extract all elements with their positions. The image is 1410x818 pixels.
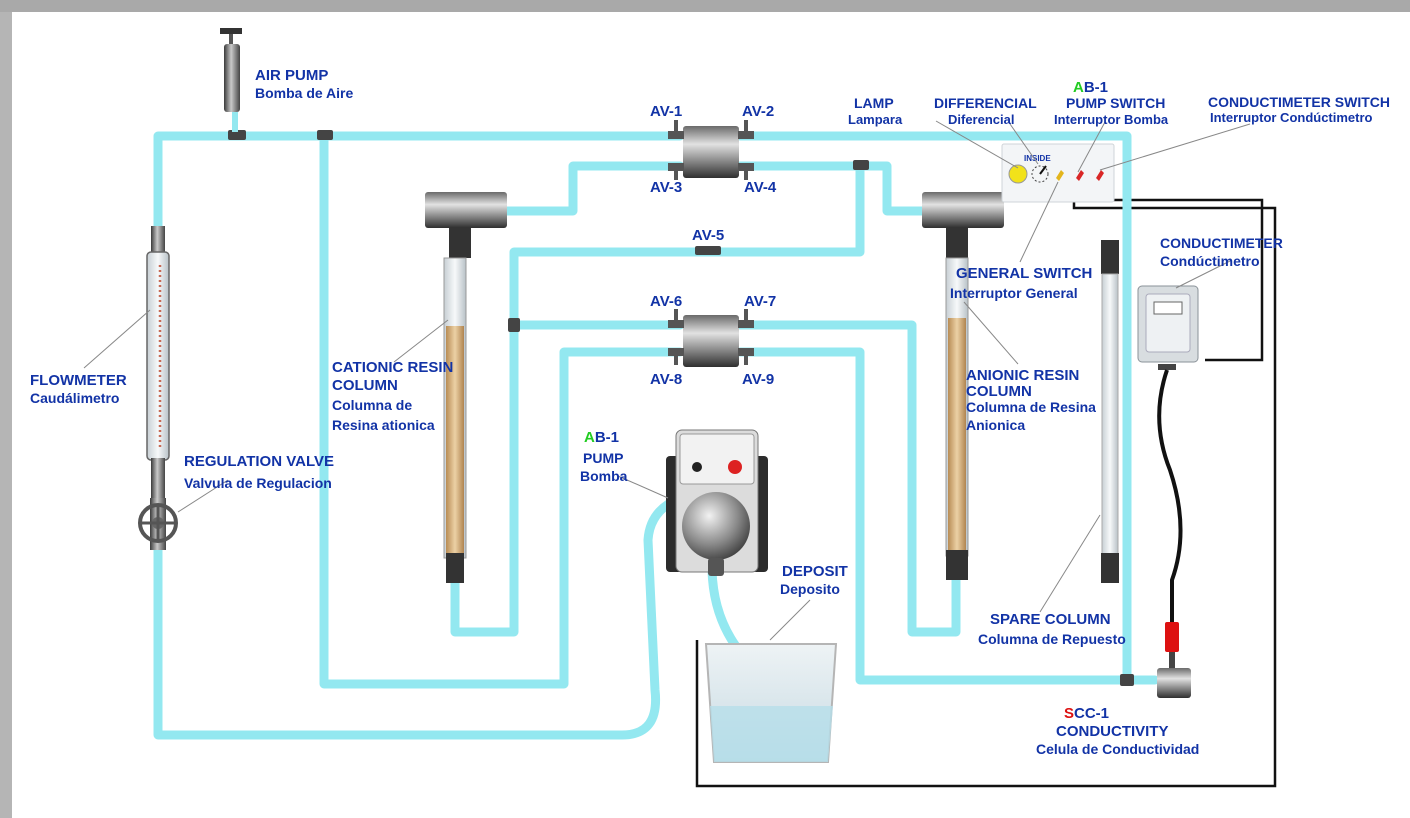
pipe-av7 [735, 320, 961, 637]
tee-fittings [228, 130, 1134, 686]
cationic-label-2: COLUMN [332, 377, 398, 394]
conductivity-label: CONDUCTIVITY [1056, 723, 1169, 740]
cationic-label-3: Columna de [332, 397, 412, 413]
pipe-av4-anionic [735, 161, 927, 216]
panel-inside-text: INSIDE [1024, 154, 1051, 163]
cationic-resin-column [425, 192, 507, 583]
valve-av5-label: AV-5 [692, 227, 724, 244]
pipe-flowmeter-bottom [153, 493, 685, 740]
pump-switch-label: PUMP SWITCH [1066, 95, 1165, 111]
deposit-label-es: Deposito [780, 581, 840, 597]
anionic-label-1: ANIONIC RESIN [966, 367, 1079, 384]
valve-block-lower[interactable] [668, 309, 754, 367]
pump-code-rest: B-1 [595, 429, 619, 446]
flowmeter-label-es: Caudálimetro [30, 390, 119, 406]
regulation-valve-label-es: Valvula de Regulacion [184, 475, 332, 491]
flowmeter-label: FLOWMETER [30, 372, 127, 389]
differencial-dial [1031, 165, 1049, 183]
lamp-indicator [1008, 164, 1028, 184]
valve-av7-label: AV-7 [744, 293, 776, 310]
conductimeter-switch-toggle [1096, 170, 1104, 181]
valve-av1-label: AV-1 [650, 103, 682, 120]
conductivity-code-rest: CC-1 [1074, 705, 1109, 722]
conductimeter-device [1137, 285, 1199, 370]
valve-av3-label: AV-3 [650, 179, 682, 196]
cationic-label-4: Resina ationica [332, 417, 435, 433]
air-pump-label-es: Bomba de Aire [255, 85, 353, 101]
pipe-cationic-bottom [450, 161, 865, 637]
anionic-resin-column [922, 192, 1004, 580]
pipe-av9 [735, 347, 1160, 685]
pipe-main-top [153, 131, 685, 235]
pipe-bypass-loop [319, 131, 685, 689]
peristaltic-pump[interactable] [666, 429, 768, 576]
general-switch-label: GENERAL SWITCH [956, 265, 1092, 282]
conductimeter-switch-label: CONDUCTIMETER SWITCH [1208, 94, 1390, 110]
conductivity-code-prefix: S [1064, 705, 1074, 722]
differencial-label: DIFFERENCIAL [934, 95, 1037, 111]
pipe-top-right [735, 131, 1132, 685]
pump-label-es: Bomba [580, 468, 628, 484]
regulation-valve-label: REGULATION VALVE [184, 453, 334, 470]
general-switch-toggle [1056, 170, 1064, 181]
spare-column-label: SPARE COLUMN [990, 611, 1111, 628]
pump-switch-code-rest: B-1 [1084, 79, 1108, 96]
anionic-label-2: COLUMN [966, 383, 1032, 400]
valve-av9-label: AV-9 [742, 371, 774, 388]
pump-code-label: AB-1 [584, 429, 619, 446]
cationic-label-1: CATIONIC RESIN [332, 359, 453, 376]
valve-av2-label: AV-2 [742, 103, 774, 120]
pump-switch-label-es: Interruptor Bomba [1054, 112, 1169, 127]
conductimeter-label: CONDUCTIMETER [1160, 235, 1283, 251]
conductimeter-label-es: Condúctimetro [1160, 253, 1260, 269]
deposit-label: DEPOSIT [782, 563, 848, 580]
pump-code-prefix: A [584, 429, 595, 446]
frame-top-edge [0, 0, 1410, 12]
pump-switch-code-label: AB-1 [1073, 79, 1108, 96]
differencial-label-es: Diferencial [948, 112, 1014, 127]
leader-lines [83, 120, 1251, 641]
control-panel [1001, 143, 1115, 203]
pipe-av3-cationic [502, 161, 685, 216]
valve-av8-label: AV-8 [650, 371, 682, 388]
deposit-tank [704, 643, 838, 763]
anionic-label-4: Anionica [966, 417, 1025, 433]
valve-av6-label: AV-6 [650, 293, 682, 310]
conductivity-cell [1157, 369, 1191, 698]
conductivity-label-es: Celula de Conductividad [1036, 741, 1199, 757]
valve-av4-label: AV-4 [744, 179, 777, 196]
general-switch-label-es: Interruptor General [950, 285, 1078, 301]
pump-switch-toggle [1076, 170, 1084, 181]
frame-left-edge [0, 12, 12, 818]
lamp-label-es: Lampara [848, 112, 903, 127]
regulation-valve[interactable] [138, 498, 178, 550]
conductimeter-switch-label-es: Interruptor Condúctimetro [1210, 110, 1373, 125]
air-pump[interactable] [220, 28, 242, 132]
flowmeter [146, 226, 170, 498]
pump-switch-code-prefix: A [1073, 79, 1084, 96]
air-pump-label: AIR PUMP [255, 67, 328, 84]
conductivity-code-label: SCC-1 [1064, 705, 1109, 722]
pump-label: PUMP [583, 450, 623, 466]
valve-block-upper[interactable] [668, 120, 754, 180]
spare-column-label-es: Columna de Repuesto [978, 631, 1126, 647]
lamp-label: LAMP [854, 95, 894, 111]
spare-column [1101, 240, 1119, 583]
anionic-label-3: Columna de Resina [966, 399, 1096, 415]
